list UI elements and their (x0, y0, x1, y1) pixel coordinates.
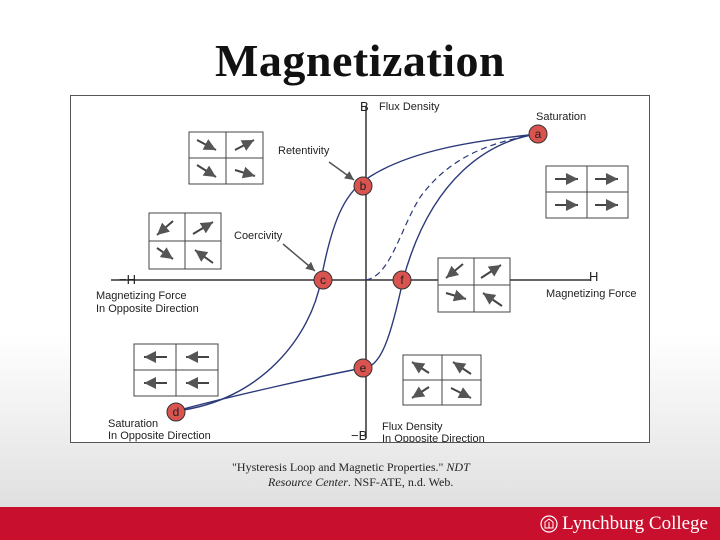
college-logo[interactable]: Lynchburg College (540, 512, 708, 536)
seal-icon (540, 515, 558, 533)
y-axis-top-label: B (360, 99, 369, 114)
saturation-opposite-label-2: In Opposite Direction (108, 430, 211, 442)
saturation-opposite-label-1: Saturation (108, 418, 158, 430)
y-axis-bottom-desc-2: In Opposite Direction (382, 433, 485, 442)
domain-box-e (402, 354, 482, 406)
slide-title: Magnetization (214, 35, 506, 86)
svg-text:b: b (360, 179, 367, 193)
y-axis-bottom-desc-1: Flux Density (382, 421, 443, 433)
x-axis-left-desc-2: In Opposite Direction (96, 303, 199, 315)
initial-magnetization-curve (365, 133, 539, 281)
retentivity-label: Retentivity (278, 145, 330, 157)
point-b: b (353, 176, 373, 196)
retentivity-arrow (328, 161, 355, 181)
hysteresis-diagram: a b c d e f B Flux Density −B Flux Densi… (70, 95, 650, 443)
saturation-label: Saturation (536, 111, 586, 123)
point-f: f (392, 270, 412, 290)
coercivity-arrow (282, 243, 316, 272)
y-axis-top-desc: Flux Density (379, 101, 440, 113)
x-axis-left-label: −H (119, 272, 136, 287)
domain-box-saturation (545, 165, 629, 219)
svg-text:d: d (173, 405, 180, 419)
x-axis-left-desc-1: Magnetizing Force (96, 290, 187, 302)
point-d: d (166, 402, 186, 422)
domain-box-f (437, 257, 511, 313)
x-axis-right-label: H (589, 269, 598, 284)
y-axis-bottom-label: −B (351, 428, 367, 442)
x-axis-right-desc: Magnetizing Force (546, 288, 637, 300)
hysteresis-upper-branch (175, 133, 539, 412)
point-e: e (353, 358, 373, 378)
college-name: Lynchburg College (562, 513, 708, 534)
svg-text:c: c (320, 273, 326, 287)
domain-box-coercivity (148, 212, 222, 270)
domain-box-opposite-saturation (133, 343, 219, 397)
footer-bar: Lynchburg College (0, 507, 720, 540)
svg-text:f: f (400, 273, 404, 287)
svg-text:a: a (535, 127, 542, 141)
svg-text:e: e (360, 361, 367, 375)
citation-line2-plain: . NSF-ATE, n.d. Web. (347, 475, 454, 489)
citation: "Hysteresis Loop and Magnetic Properties… (232, 460, 532, 490)
citation-line1-italic: NDT (446, 460, 470, 474)
point-a: a (528, 124, 548, 144)
hysteresis-lower-branch (175, 133, 539, 412)
citation-line1-plain: "Hysteresis Loop and Magnetic Properties… (232, 460, 447, 474)
coercivity-label: Coercivity (234, 230, 283, 242)
point-c: c (313, 270, 333, 290)
citation-line2-italic: Resource Center (268, 475, 348, 489)
domain-box-retentivity (188, 131, 264, 185)
